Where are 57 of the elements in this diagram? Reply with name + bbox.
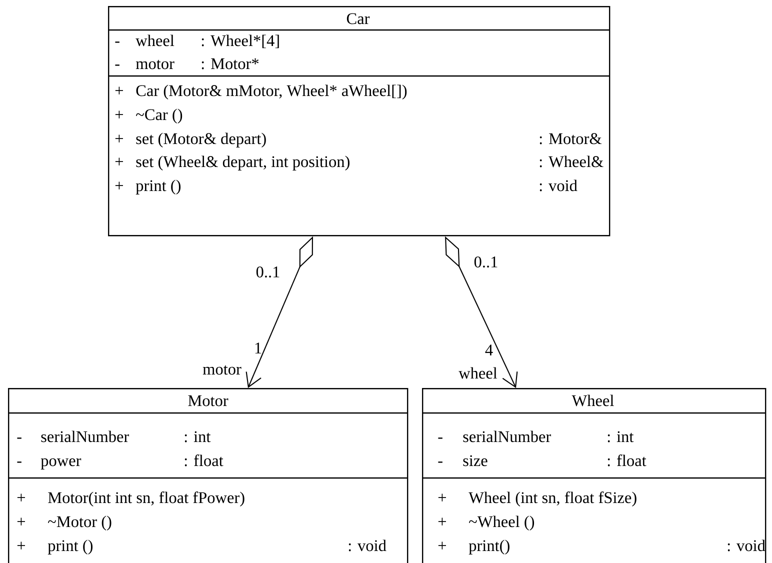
operation: set (Wheel& depart, int position) xyxy=(136,156,350,170)
operation: ~Motor () xyxy=(48,516,112,530)
multiplicity: 0..1 xyxy=(256,266,280,278)
visibility-sign: - xyxy=(438,462,442,463)
attribute-type: : Motor* xyxy=(202,58,259,70)
operation: print() xyxy=(468,540,510,554)
visibility-sign: - xyxy=(17,462,22,463)
operation: print () xyxy=(48,540,93,554)
operation: set (Motor& depart) xyxy=(136,132,266,148)
operation: Car (Motor& mMotor, Wheel* aWheel[]) xyxy=(136,84,407,100)
attribute-name: power xyxy=(40,458,82,470)
visibility-sign: + xyxy=(438,494,446,502)
visibility-sign: + xyxy=(115,134,123,142)
class-name: Car xyxy=(346,13,370,24)
attribute-type: : int xyxy=(608,431,634,442)
attribute-type: : float xyxy=(608,454,646,466)
class-box xyxy=(108,6,610,236)
role-name: motor xyxy=(202,365,242,375)
operation: print () xyxy=(136,180,181,194)
attribute-name: serialNumber xyxy=(463,430,551,442)
multiplicity: 0..1 xyxy=(474,256,498,268)
visibility-sign: + xyxy=(438,518,446,526)
class-box xyxy=(8,388,408,563)
visibility-sign: + xyxy=(115,110,123,118)
attribute-name: size xyxy=(463,455,488,466)
visibility-sign: + xyxy=(17,542,25,550)
visibility-sign: + xyxy=(115,158,123,166)
role-name: wheel xyxy=(458,367,498,379)
operation: Wheel (int sn, float fSize) xyxy=(468,492,636,506)
multiplicity: 1 xyxy=(255,342,262,354)
visibility-sign: + xyxy=(17,494,25,502)
visibility-sign: - xyxy=(115,42,120,43)
attribute-name: serialNumber xyxy=(41,430,129,442)
visibility-sign: + xyxy=(115,86,123,94)
class-name: Motor xyxy=(188,395,228,406)
visibility-sign: + xyxy=(17,518,25,526)
class-name: Wheel xyxy=(572,394,614,406)
visibility-sign: - xyxy=(17,438,22,439)
visibility-sign: + xyxy=(438,542,446,550)
return-type: : Motor& xyxy=(540,133,602,144)
return-type: : void xyxy=(348,540,386,552)
attribute-type: : Wheel*[4] xyxy=(202,34,279,48)
attribute-name: wheel xyxy=(136,34,174,46)
return-type: : Wheel& xyxy=(540,156,604,168)
attribute-name: motor xyxy=(136,60,174,70)
return-type: : void xyxy=(728,540,766,552)
operation: ~Wheel () xyxy=(469,516,534,530)
multiplicity: 4 xyxy=(485,344,493,356)
attribute-type: : float xyxy=(184,454,224,466)
visibility-sign: - xyxy=(438,438,442,439)
return-type: : void xyxy=(540,180,578,192)
operation: ~Car () xyxy=(136,108,182,124)
class-box xyxy=(422,388,766,563)
operation: Motor(int int sn, float fPower) xyxy=(48,492,244,506)
attribute-type: : int xyxy=(184,431,211,442)
visibility-sign: + xyxy=(115,182,123,190)
visibility-sign: - xyxy=(115,64,120,66)
